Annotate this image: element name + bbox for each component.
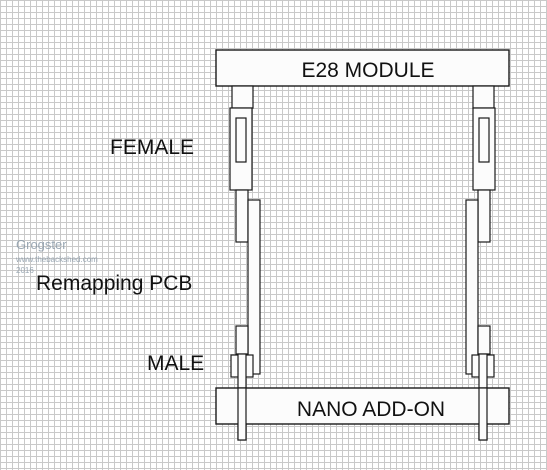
left-top-header-pins (231, 85, 254, 109)
watermark-name: Grogster (16, 237, 67, 252)
left-male-pin-through (237, 387, 247, 441)
left-remapping-pcb (247, 199, 261, 375)
left-header-stack (229, 85, 261, 441)
right-pcb-connector-lower (477, 325, 491, 355)
watermark-site: www.thebackshed.com (15, 255, 98, 264)
female-label: FEMALE (110, 136, 194, 159)
nano-addon-label: NANO ADD-ON (297, 398, 445, 421)
right-male-pin-through (478, 387, 488, 441)
right-female-socket (478, 117, 490, 163)
remapping-pcb-label: Remapping PCB (36, 272, 192, 295)
right-header-stack (465, 85, 496, 441)
watermark: Grogster www.thebackshed.com 2016 (15, 237, 98, 275)
right-top-header-pins (472, 85, 495, 109)
e28-module-box (215, 49, 510, 87)
left-pcb-connector-upper (235, 189, 249, 243)
male-label: MALE (147, 352, 204, 375)
right-remapping-pcb (465, 199, 479, 375)
right-pcb-connector-upper (477, 189, 491, 243)
e28-module-label: E28 MODULE (301, 59, 434, 82)
watermark-year: 2016 (16, 266, 34, 275)
left-female-socket (235, 117, 247, 163)
nano-addon-box (215, 387, 510, 425)
left-pcb-connector-lower (235, 325, 249, 355)
